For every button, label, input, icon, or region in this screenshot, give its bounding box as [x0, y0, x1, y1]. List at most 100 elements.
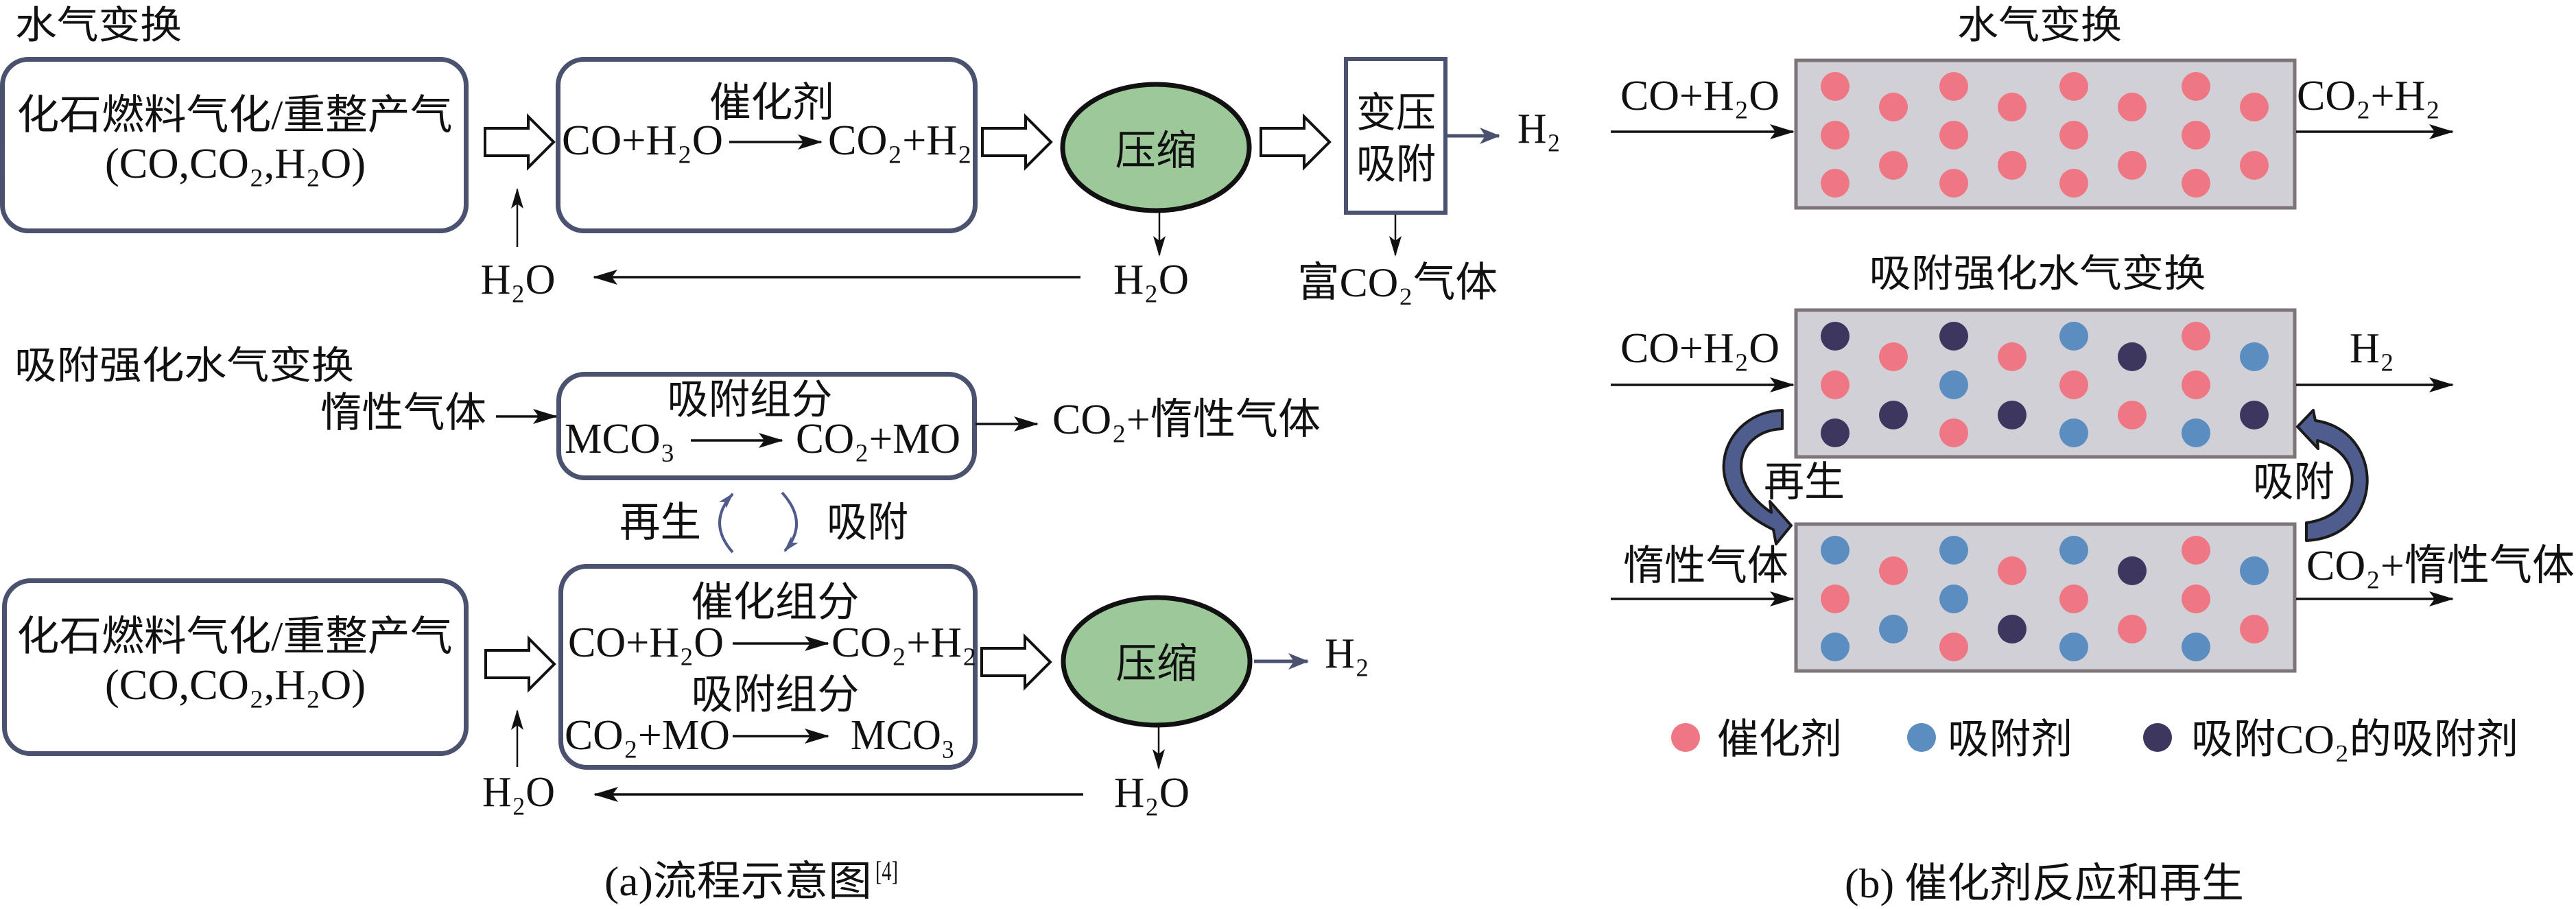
- shift-reactants-formula: CO+H₂O: [568, 619, 724, 666]
- catalyst-particle: [1821, 72, 1850, 101]
- reaction-bed-particles: [1821, 322, 2269, 447]
- panel-a-caption: (a)流程示意图: [604, 859, 872, 904]
- catalyst-particle: [1998, 342, 2026, 371]
- sorbent-particle: [2182, 633, 2210, 661]
- catalyst-particle: [2118, 93, 2147, 121]
- compressor-label: 压缩: [1115, 128, 1197, 174]
- catalyst-particle: [1939, 169, 1968, 198]
- co2-rich-offgas-label: 富CO₂气体: [1297, 260, 1498, 305]
- feed-gas-label: 化石燃料气化/重整产气: [17, 93, 453, 138]
- catalyst-particle: [1939, 72, 1968, 101]
- psa-label-line1: 变压: [1356, 91, 1436, 136]
- hollow-flow-arrow-icon: [1260, 113, 1332, 171]
- catalyst-particle: [2059, 370, 2088, 399]
- wgs-bed: [1794, 58, 2297, 210]
- catalyst-particle: [2118, 615, 2147, 644]
- sorbent-co2-particle: [1939, 322, 1968, 351]
- reaction-bed-inlet-label: CO+H₂O: [1620, 325, 1780, 372]
- steam-inlet-label: H₂O: [481, 257, 556, 303]
- sewgs-reactor-frame: [558, 564, 978, 770]
- shift-reactor-frame: [556, 57, 978, 233]
- legend-item-catalyst: 催化剂: [1671, 717, 1842, 762]
- bed-title-sewgs: 吸附强化水气变换: [1869, 253, 2206, 296]
- panel-a-citation: [4]: [875, 855, 898, 886]
- catalyst-particle: [2059, 169, 2088, 198]
- catalyst-particle: [2240, 615, 2269, 644]
- catalyst-particle: [1998, 556, 2026, 585]
- panel-a-process-flow: 水气变换 化石燃料气化/重整产气 (CO,CO₂,H₂O) H₂O 催化剂 CO…: [0, 5, 1561, 904]
- regenerate-label: 再生: [1764, 460, 1845, 505]
- regeneration-box-frame: [556, 372, 977, 480]
- feed-gas-box-frame: [0, 57, 469, 233]
- catalyst-particle: [2240, 151, 2269, 180]
- feed-gas-box: 化石燃料气化/重整产气 (CO,CO₂,H₂O): [0, 57, 469, 233]
- feed-gas-composition: (CO,CO₂,H₂O): [105, 662, 366, 709]
- sorbent-component-label: 吸附组分: [667, 377, 833, 423]
- inert-gas-inlet-label: 惰性气体: [320, 390, 486, 436]
- adsorption-cycle-arrow-icon: [2296, 409, 2369, 542]
- regeneration-bed-inlet-label: 惰性气体: [1623, 543, 1788, 589]
- catalyst-particle: [1821, 121, 1850, 150]
- legend: 催化剂 吸附剂 吸附CO₂的吸附剂: [1671, 717, 2518, 762]
- catalyst-particle: [2182, 536, 2210, 565]
- catalyst-particle: [1879, 556, 1908, 585]
- catalyst-particle: [2059, 72, 2088, 101]
- sorbent-particle: [1879, 615, 1908, 644]
- regeneration-reactant-formula: MCO₃: [565, 416, 675, 462]
- sorbent-particle: [2059, 418, 2088, 447]
- hollow-flow-arrow-icon: [981, 113, 1053, 171]
- sorbent-particle: [2240, 556, 2269, 585]
- hollow-flow-arrow-icon: [484, 113, 556, 171]
- sorbent-particle: [2059, 322, 2088, 351]
- compressor-ellipse: [1060, 82, 1252, 213]
- catalyst-particle: [2118, 151, 2147, 180]
- hydrogen-product-label: H₂: [1325, 630, 1369, 677]
- panel-b-catalyst-reaction-regeneration: 水气变换 CO+H₂O CO₂+H₂ 吸附强化水气变换 CO+H₂O H₂ 再生…: [1611, 5, 2575, 906]
- catalyst-particle: [2182, 121, 2210, 150]
- sorbent-swatch-icon: [1907, 723, 1936, 752]
- catalyst-particle: [1879, 342, 1908, 371]
- sorbent-component-label: 吸附组分: [692, 672, 860, 718]
- catalyst-particle: [1879, 151, 1908, 180]
- sorbent-co2-particle: [1998, 401, 2026, 429]
- catalyst-component-label: 催化组分: [692, 580, 860, 625]
- sorbent-particle: [2059, 536, 2088, 565]
- regeneration-outlet-label: CO₂+惰性气体: [1052, 397, 1321, 443]
- sorbent-co2-particle: [1998, 615, 2026, 644]
- sorbent-co2-particle: [1821, 418, 1850, 447]
- wgs-bed-inlet-label: CO+H₂O: [1620, 73, 1780, 119]
- sorbent-particle: [1939, 370, 1968, 399]
- regeneration-box: 吸附组分 MCO₃ CO₂+MO: [556, 372, 977, 480]
- sorbent-particle: [1821, 536, 1850, 565]
- legend-item-sorbent: 吸附剂: [1907, 717, 2072, 762]
- reaction-bed-outlet-label: H₂: [2350, 325, 2394, 372]
- psa-frame: [1344, 57, 1447, 215]
- catalyst-particle: [2182, 585, 2210, 613]
- legend-label: 吸附剂: [1948, 717, 2072, 762]
- regeneration-bed-particles: [1821, 536, 2269, 661]
- wgs-bed-particles: [1821, 72, 2269, 198]
- sorbent-co2-particle: [1879, 401, 1908, 429]
- feed-gas-box-sewgs: 化石燃料气化/重整产气 (CO,CO₂,H₂O): [2, 578, 469, 756]
- catalyst-label: 催化剂: [709, 80, 834, 126]
- catalyst-particle: [1939, 633, 1968, 661]
- reaction-bed: [1794, 308, 2297, 459]
- adsorb-label: 吸附: [827, 500, 908, 545]
- catalyst-particle: [1821, 169, 1850, 198]
- catalyst-particle: [1821, 585, 1850, 613]
- catalyst-particle: [1939, 121, 1968, 150]
- shift-reactor-box: 催化剂 CO+H₂O CO₂+H₂: [556, 57, 978, 233]
- compressor-label: 压缩: [1116, 641, 1198, 687]
- sorbent-co2-swatch-icon: [2143, 723, 2172, 752]
- section-title-wgs: 水气变换: [15, 5, 182, 47]
- catalyst-particle: [2059, 585, 2088, 613]
- sewgs-reactor-box: 催化组分 CO+H₂O CO₂+H₂ 吸附组分 CO₂+MO MCO₃: [558, 564, 978, 770]
- catalyst-particle: [2182, 169, 2210, 198]
- sewgs-process: 吸附强化水气变换 惰性气体 吸附组分 MCO₃ CO₂+MO CO₂+惰性气体 …: [2, 345, 1369, 816]
- legend-label: 吸附CO₂的吸附剂: [2191, 717, 2518, 762]
- feed-gas-box-frame: [2, 578, 469, 756]
- sorbent-particle: [1939, 585, 1968, 613]
- sorbent-co2-particle: [2240, 401, 2269, 429]
- wgs-bed-outlet-label: CO₂+H₂: [2297, 73, 2440, 119]
- regeneration-product-formula: CO₂+MO: [796, 416, 960, 462]
